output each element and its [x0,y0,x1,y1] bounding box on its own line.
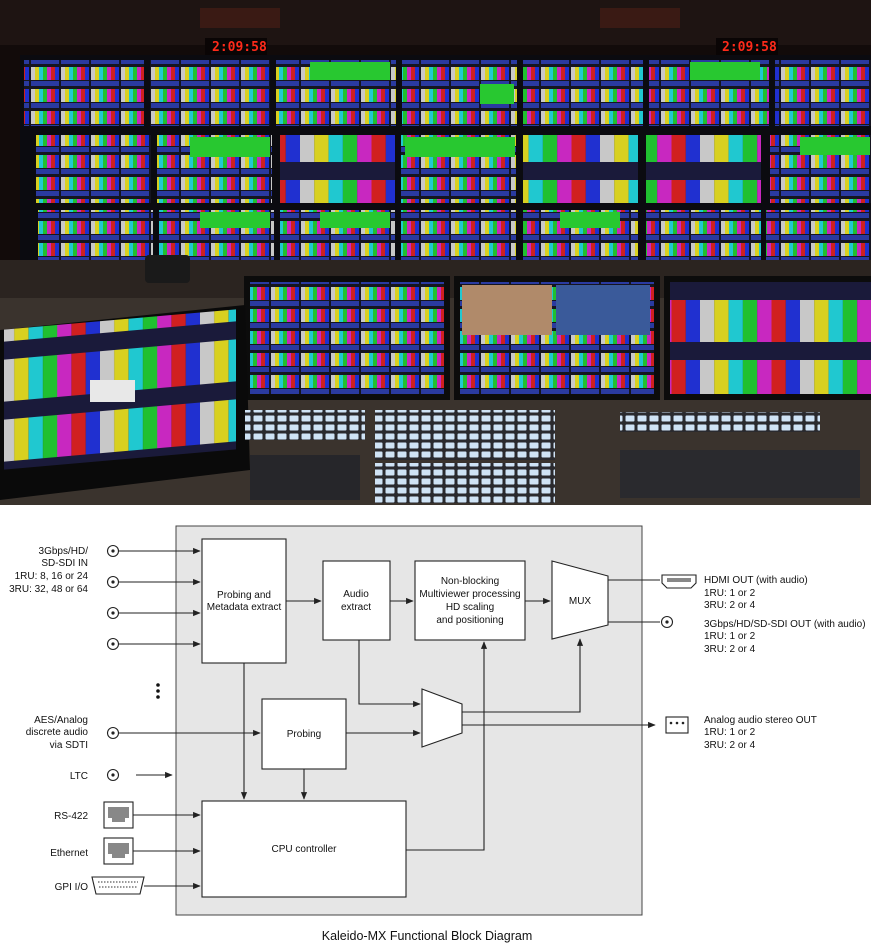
sdi-output-label: 3Gbps/HD/SD-SDI OUT (with audio) 1RU: 1 … [704,619,866,655]
more-inputs-ellipsis [156,683,160,699]
signal-connections [240,579,660,851]
desk-monitors [244,276,871,400]
clock-right: 2:09:58 [722,40,777,55]
svg-text:SD-SDI IN: SD-SDI IN [41,558,88,569]
block-diagram: 3Gbps/HD/ SD-SDI IN 1RU: 8, 16 or 24 3RU… [9,525,866,943]
svg-text:HDMI OUT (with audio): HDMI OUT (with audio) [704,575,808,586]
svg-text:3RU: 2 or 4: 3RU: 2 or 4 [704,740,756,751]
analog-audio-port-icon [665,716,689,734]
svg-text:3RU: 2 or 4: 3RU: 2 or 4 [704,600,756,611]
diagram-caption: Kaleido-MX Functional Block Diagram [322,929,533,943]
probing-block: Probing [261,698,347,770]
svg-text:extract: extract [341,602,371,613]
svg-text:1RU: 1 or 2: 1RU: 1 or 2 [704,631,756,642]
svg-text:3Gbps/HD/SD-SDI OUT (with audi: 3Gbps/HD/SD-SDI OUT (with audio) [704,619,866,630]
svg-text:Metadata extract: Metadata extract [207,602,282,613]
svg-text:Probing and: Probing and [217,590,271,601]
cpu-controller-block: CPU controller [201,800,407,898]
svg-text:3Gbps/HD/: 3Gbps/HD/ [39,546,89,557]
gpi-port-icon [91,876,145,895]
ethernet-label: Ethernet [50,848,88,859]
svg-text:Multiviewer processing: Multiviewer processing [419,589,520,600]
clock-left: 2:09:58 [212,40,267,55]
hdmi-output-label: HDMI OUT (with audio) 1RU: 1 or 2 3RU: 2… [704,575,808,611]
mux-block: MUX [551,560,609,640]
sdi-input-connectors [106,544,201,651]
audio-mux-block [421,688,463,748]
svg-text:Non-blocking: Non-blocking [441,576,499,587]
svg-text:3RU: 32, 48 or 64: 3RU: 32, 48 or 64 [9,584,88,595]
aes-input-label: AES/Analog discrete audio via SDTI [26,715,89,751]
large-monitor [0,305,250,500]
svg-text:CPU controller: CPU controller [271,844,337,855]
svg-text:1RU: 8, 16 or 24: 1RU: 8, 16 or 24 [15,571,89,582]
ltc-label: LTC [70,771,88,782]
svg-text:MUX: MUX [569,596,592,607]
control-room-photo: 2:09:58 2:09:58 [0,0,871,505]
sdi-input-label: 3Gbps/HD/ SD-SDI IN 1RU: 8, 16 or 24 3RU… [9,546,88,595]
svg-text:and positioning: and positioning [436,615,503,626]
probing-metadata-block: Probing and Metadata extract [201,538,287,664]
svg-text:discrete audio: discrete audio [26,727,89,738]
gpi-label: GPI I/O [55,882,89,893]
phone-icon [145,255,190,283]
analog-output-label: Analog audio stereo OUT 1RU: 1 or 2 3RU:… [704,715,817,751]
audio-extract-block: Audio extract [322,560,391,641]
ethernet-port-icon [103,837,134,865]
svg-text:via SDTI: via SDTI [50,740,88,751]
svg-text:Probing: Probing [287,729,321,740]
svg-text:Analog audio stereo OUT: Analog audio stereo OUT [704,715,817,726]
hdmi-port-icon [661,574,697,589]
control-panels [245,410,860,503]
svg-text:Audio: Audio [343,589,369,600]
svg-text:AES/Analog: AES/Analog [34,715,88,726]
svg-text:HD scaling: HD scaling [446,602,494,613]
svg-text:1RU: 1 or 2: 1RU: 1 or 2 [704,588,756,599]
svg-text:1RU: 1 or 2: 1RU: 1 or 2 [704,727,756,738]
monitor-wall [20,55,871,270]
rs422-port-icon [103,801,134,829]
rs422-label: RS-422 [54,811,88,822]
svg-text:3RU: 2 or 4: 3RU: 2 or 4 [704,644,756,655]
multiviewer-block: Non-blocking Multiviewer processing HD s… [414,560,526,641]
